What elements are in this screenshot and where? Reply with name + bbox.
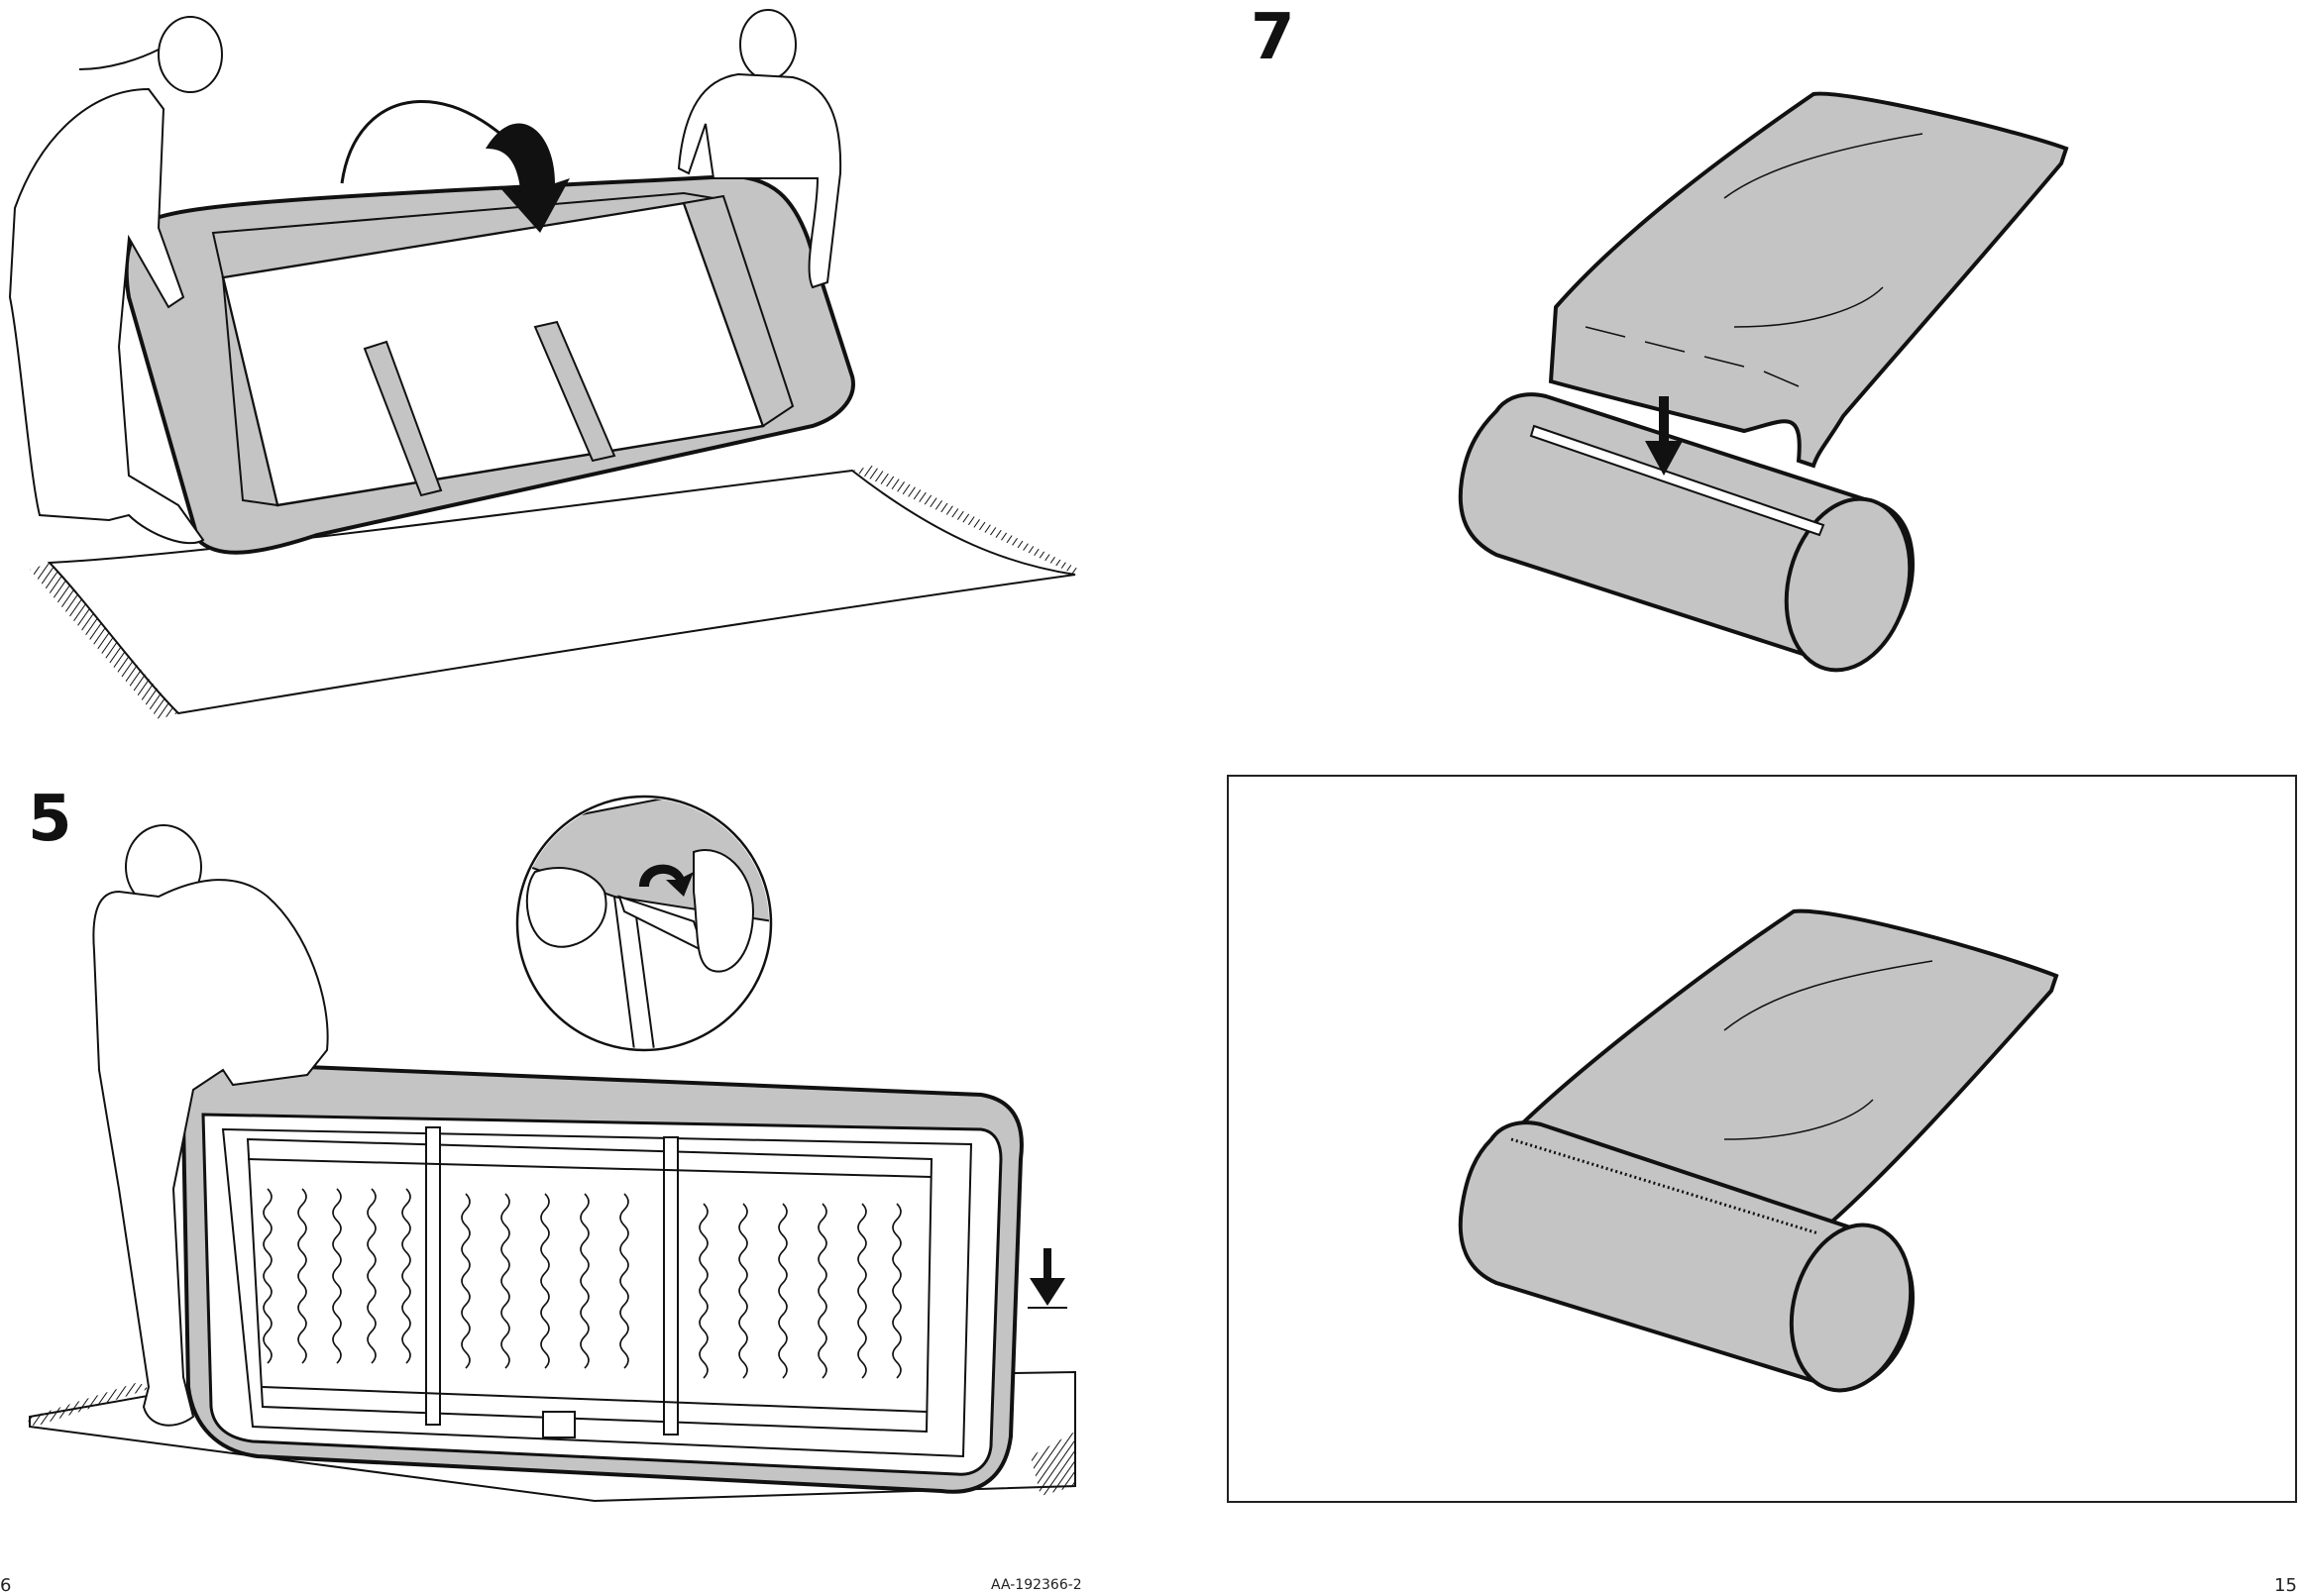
panel-step7-insert <box>1461 94 2066 685</box>
detail-inset <box>515 793 783 1050</box>
panel-flip-frame <box>10 10 1080 719</box>
panel-fit-cover <box>25 793 1075 1501</box>
down-arrow-right <box>1028 1248 1067 1308</box>
fabric-sheet <box>1551 94 2066 466</box>
panel-step7-result <box>1461 911 2056 1404</box>
document-id: AA-192366-2 <box>991 1577 1082 1593</box>
page-number-right: 15 <box>2274 1575 2297 1596</box>
page-number-left: 6 <box>0 1575 11 1596</box>
center-bracket <box>543 1412 575 1437</box>
